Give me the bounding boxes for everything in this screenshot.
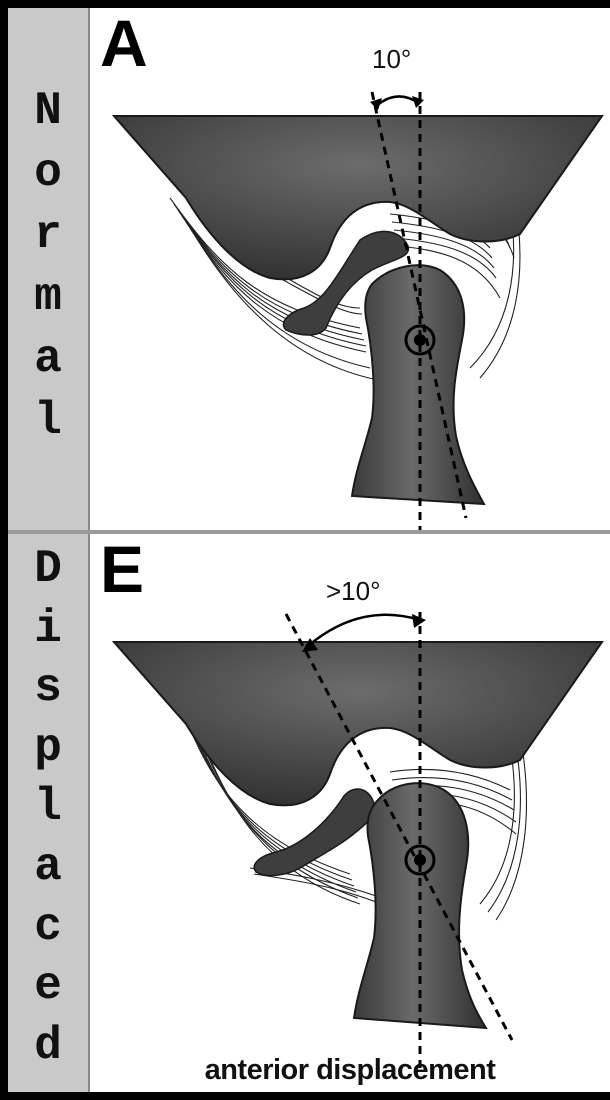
- panel-letter-a: A: [100, 10, 148, 76]
- panel-letter-e: E: [100, 536, 144, 602]
- displaced-side-label: D i s p l a c e d: [8, 534, 90, 1092]
- displaced-label-letter: a: [8, 838, 88, 898]
- panel-normal: A 10°: [90, 8, 610, 530]
- displaced-label-letter: e: [8, 957, 88, 1017]
- displaced-label-letter: D: [8, 540, 88, 600]
- panel-caption: anterior displacement: [90, 1054, 610, 1087]
- arc-arrow-right: [412, 96, 424, 108]
- displaced-label-letter: l: [8, 778, 88, 838]
- normal-label-word: N o r m a l: [8, 80, 88, 452]
- figure-frame: N o r m a l D i s p l a c e d: [8, 8, 610, 1092]
- displaced-label-letter: p: [8, 719, 88, 779]
- temporal-bone: [114, 642, 602, 805]
- displaced-label-word: D i s p l a c e d: [8, 540, 88, 1076]
- normal-label-letter: a: [8, 328, 88, 390]
- displaced-label-letter: c: [8, 898, 88, 958]
- normal-label-letter: o: [8, 142, 88, 204]
- displaced-label-letter: d: [8, 1017, 88, 1077]
- normal-joint-diagram: [90, 8, 610, 530]
- normal-label-letter: N: [8, 80, 88, 142]
- angle-label-normal: 10°: [372, 46, 411, 72]
- normal-side-label: N o r m a l: [8, 8, 90, 530]
- normal-label-letter: m: [8, 266, 88, 328]
- normal-label-letter: l: [8, 390, 88, 452]
- displaced-joint-diagram: [90, 534, 610, 1092]
- normal-label-letter: r: [8, 204, 88, 266]
- displaced-label-letter: i: [8, 600, 88, 660]
- displaced-label-letter: s: [8, 659, 88, 719]
- angle-label-displaced: >10°: [326, 578, 381, 604]
- panel-displaced: E >10° anterior displacement: [90, 534, 610, 1092]
